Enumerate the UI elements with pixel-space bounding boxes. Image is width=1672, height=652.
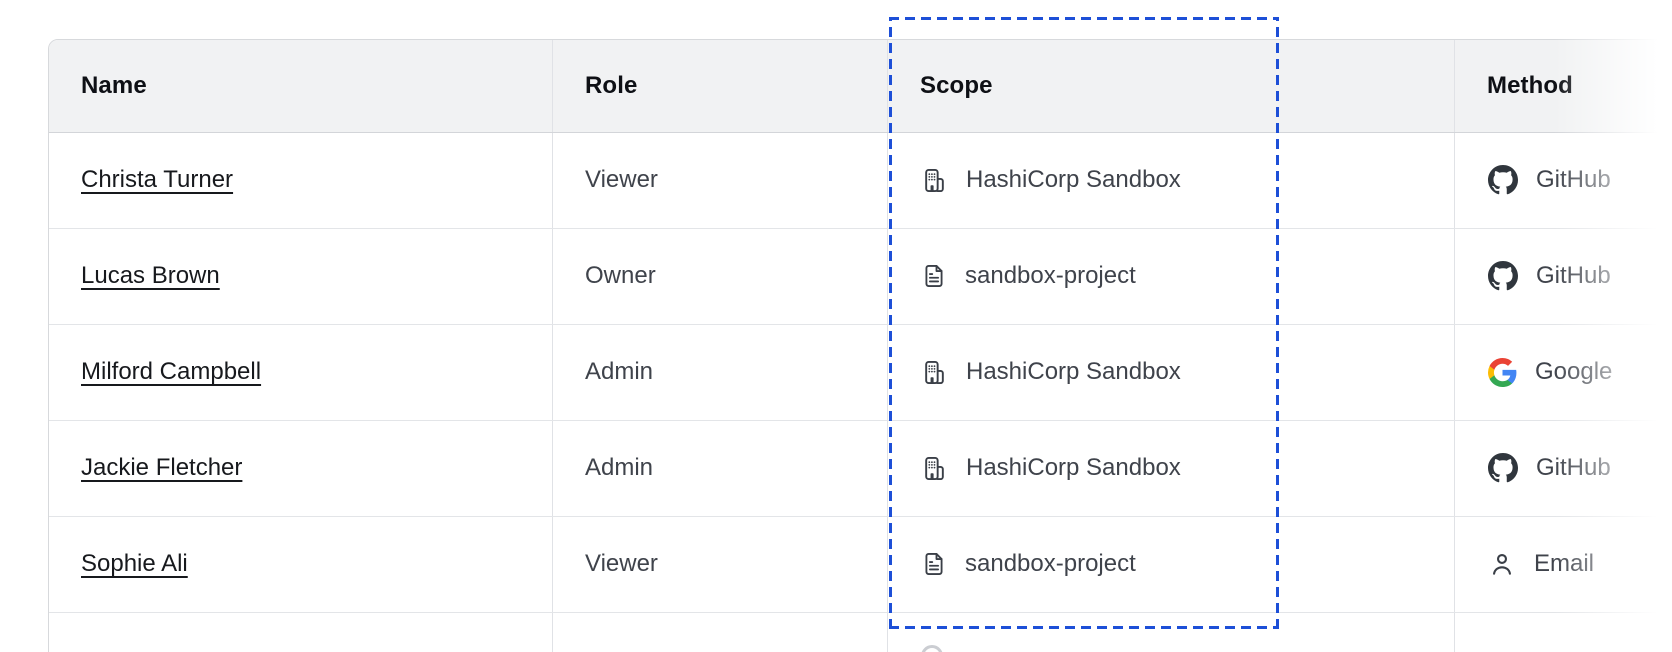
org-building-icon [921,455,948,482]
name-cell: Milford Campbell [49,324,553,420]
member-name-link[interactable]: Sophie Ali [81,550,188,577]
role-value: Admin [585,454,654,481]
role-cell: Admin [553,324,888,420]
role-value: Admin [585,358,654,385]
member-name-link[interactable]: Christa Turner [81,166,234,193]
table-row: Jackie Fletcher Admin HashiCorp Sandbo [49,420,1672,517]
table-row: Lucas Brown Owner sandbox-project [49,228,1672,325]
column-header-scope: Scope [888,40,1455,132]
scope-cell: sandbox-project [888,516,1455,612]
github-icon [1488,165,1518,195]
table-row-partial [49,612,1672,652]
name-cell: Jackie Fletcher [49,420,553,516]
name-cell: Sophie Ali [49,516,553,612]
role-value: Viewer [585,550,658,577]
scope-cell: HashiCorp Sandbox [888,324,1455,420]
scope-cell: HashiCorp Sandbox [888,132,1455,228]
name-cell: Christa Turner [49,132,553,228]
role-cell: Viewer [553,132,888,228]
name-cell: Lucas Brown [49,228,553,324]
github-icon [1488,453,1518,483]
method-cell: Email [1455,517,1672,612]
method-cell: Google [1455,325,1672,420]
method-value: GitHub [1536,454,1611,481]
role-value: Viewer [585,166,658,193]
member-name-link[interactable]: Lucas Brown [81,262,220,289]
column-header-role: Role [553,40,888,132]
table-row: Christa Turner Viewer HashiCorp Sandbo [49,132,1672,229]
method-value: GitHub [1536,166,1611,193]
scope-value: sandbox-project [965,262,1136,289]
role-cell: Owner [553,228,888,324]
scope-value: HashiCorp Sandbox [966,166,1181,193]
github-icon [1488,261,1518,291]
scope-cell: sandbox-project [888,228,1455,324]
file-icon [921,551,947,577]
table-row: Sophie Ali Viewer sandbox-project [49,516,1672,613]
table-row: Milford Campbell Admin HashiCorp Sandb [49,324,1672,421]
google-icon [1488,357,1517,387]
org-building-icon [921,167,948,194]
member-name-link[interactable]: Jackie Fletcher [81,454,243,481]
column-header-method: Method [1487,71,1573,99]
scope-value: HashiCorp Sandbox [966,454,1181,481]
scope-value: HashiCorp Sandbox [966,358,1181,385]
method-cell: GitHub [1455,133,1672,228]
scope-cell: HashiCorp Sandbox [888,420,1455,516]
method-value: Google [1535,358,1613,385]
table-header-row: Name Role Scope Method [49,40,1672,133]
role-value: Owner [585,262,656,289]
members-table: Name Role Scope Method Christa Turner Vi… [48,39,1672,652]
member-name-link[interactable]: Milford Campbell [81,358,262,385]
method-cell: GitHub [1455,229,1672,324]
person-icon [1488,550,1516,578]
method-value: Email [1534,550,1595,577]
org-building-icon [921,359,948,386]
column-header-name: Name [49,40,553,132]
method-value: GitHub [1536,262,1611,289]
role-cell: Admin [553,420,888,516]
role-cell: Viewer [553,516,888,612]
scope-value: sandbox-project [965,550,1136,577]
file-icon [921,263,947,289]
method-cell: GitHub [1455,421,1672,516]
